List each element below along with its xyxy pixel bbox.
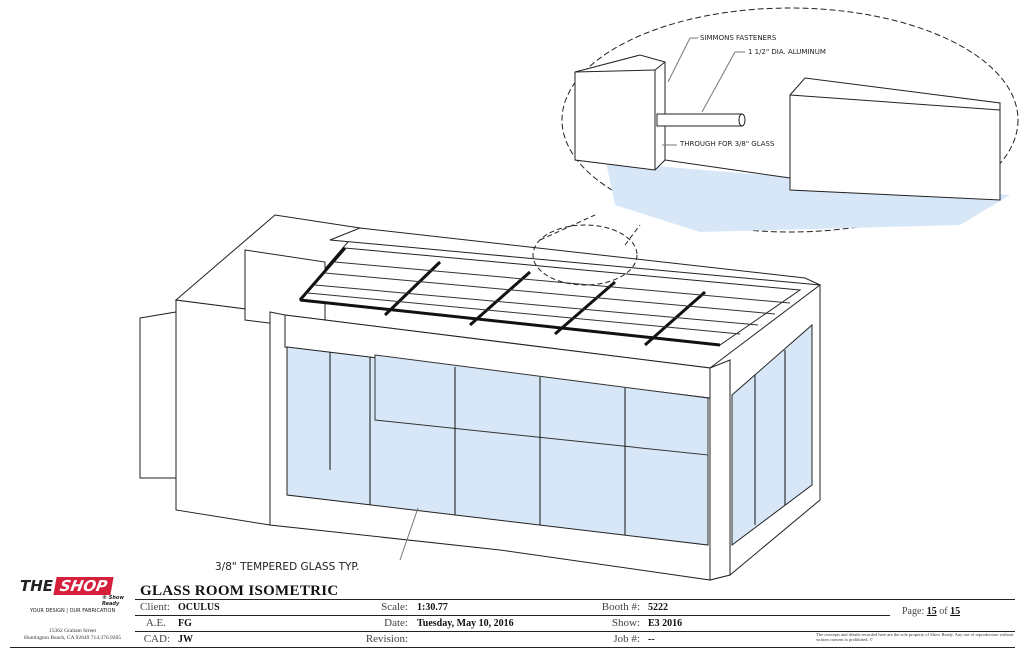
page-indicator: Page: 15 of 15 [902,606,961,617]
detail-tube [656,113,746,127]
booth-label: Booth #: [601,601,640,613]
scale-label: Scale: [381,601,408,613]
cad-value: JW [178,634,193,645]
booth-value: 5222 [648,602,668,613]
scale-value: 1:30.77 [417,602,448,613]
roof-beams [298,247,721,347]
ae-value: FG [178,618,192,629]
side-panel [139,311,177,479]
ae-label: A.E. [145,617,166,629]
copyright-notice: The concepts and details recorded here a… [816,632,1014,642]
client-value: OCULUS [178,602,220,613]
client-label: Client: [140,601,170,613]
detail-left-block [574,54,666,171]
roof-slats [307,261,791,335]
show-label: Show: [611,617,640,629]
glass-note: 3/8" TEMPERED GLASS TYP. [215,561,360,573]
callout-tube: 1 1/2" DIA. ALUMINUM [748,48,826,56]
right-glass [731,323,813,546]
detail-glass [606,162,1010,232]
cad-label: CAD: [143,633,170,645]
tagline: YOUR DESIGN | OUR FABRICATION [30,608,116,614]
left-wall [175,299,271,526]
job-label: Job #: [613,633,640,645]
detail-right-block [789,77,1001,201]
drawing-title: GLASS ROOM ISOMETRIC [140,583,339,599]
date-value: Tuesday, May 10, 2016 [417,618,514,629]
glass-leader [399,507,419,561]
detail-bubble [532,224,638,286]
callout-fasteners: SIMMONS FASTENERS [700,34,777,42]
glass-mullions [329,352,626,535]
show-value: E3 2016 [648,618,683,629]
date-label: Date: [384,617,408,629]
job-value: -- [648,634,655,645]
corner-post [709,359,731,581]
revision-label: Revision: [365,633,408,645]
callout-through: THROUGH FOR 3/8" GLASS [680,140,775,148]
